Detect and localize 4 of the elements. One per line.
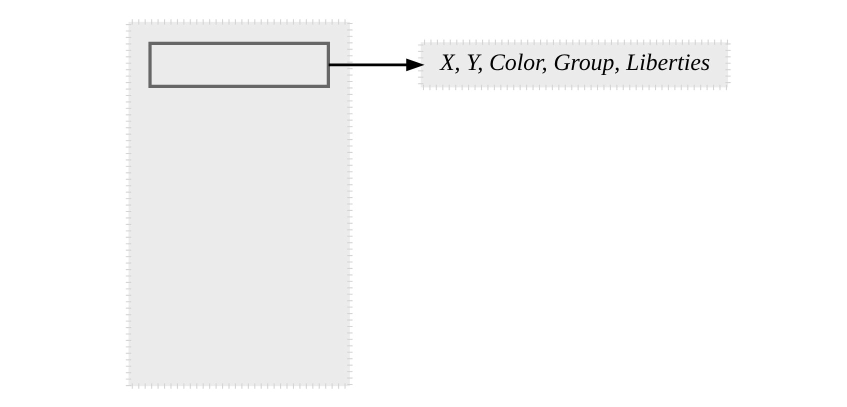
arrow	[328, 58, 424, 71]
cluster	[125, 18, 352, 388]
node-box: X, Y, Color, Group, Liberties	[418, 39, 730, 90]
node-box	[148, 41, 330, 88]
